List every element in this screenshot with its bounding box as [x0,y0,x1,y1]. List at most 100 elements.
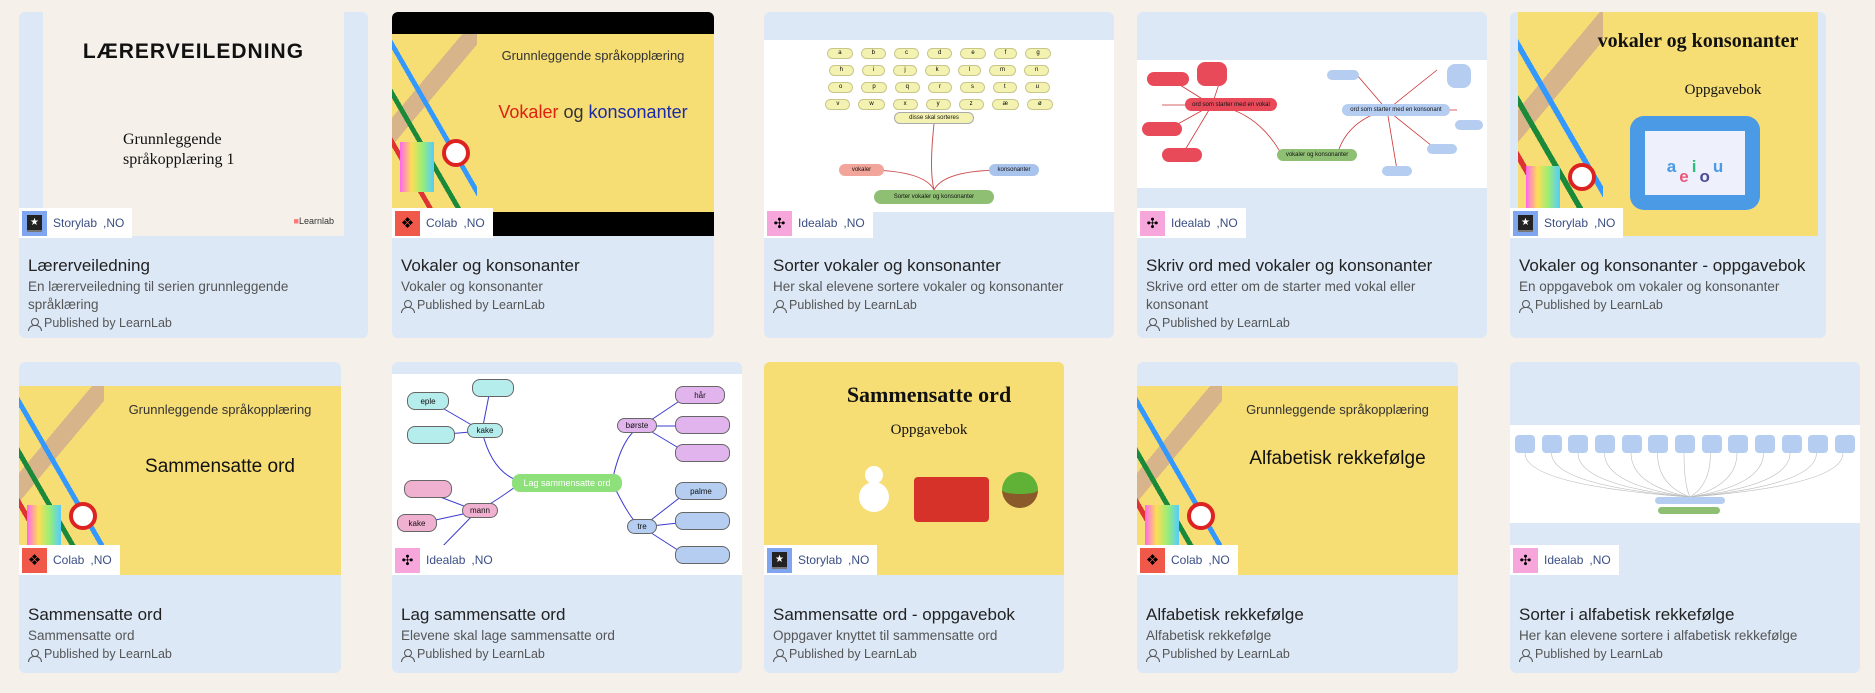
thumbnail: Grunnleggende språkopplæring Alfabetisk … [1137,386,1458,575]
thumbnail: Grunnleggende språkopplæring Vokaler og … [392,12,714,236]
resource-card[interactable]: Sammensatte ord Oppgavebok ★Storylab,NO … [764,362,1064,673]
app-badge: ✣Idealab,NO [1137,208,1246,238]
card-description: Sammensatte ord [28,628,135,643]
connector [1630,452,1691,498]
letter-pill: e [960,48,986,59]
resource-card[interactable]: Grunnleggende språkopplæring Sammensatte… [19,362,341,673]
card-title[interactable]: Sammensatte ord [28,605,163,624]
publisher: Published by LearnLab [28,314,359,333]
card-description: Her kan elevene sortere i alfabetisk rek… [1519,628,1798,643]
picture-node [1754,435,1775,453]
letter-pill: k [924,65,950,76]
letter-pill: w [858,99,885,110]
letter-pill: g [1025,48,1051,59]
app-badge: ✣Idealab,NO [1510,545,1619,575]
card-description: Her skal elevene sortere vokaler og kons… [773,279,1064,294]
app-badge: ★Storylab,NO [19,208,133,238]
publisher: Published by LearnLab [1146,314,1478,333]
person-icon [401,299,415,313]
clock-illustration [442,139,470,167]
storylab-icon: ★ [22,210,47,236]
colab-icon: ❖ [395,210,420,236]
card-title[interactable]: Sorter i alfabetisk rekkefølge [1519,605,1735,624]
publisher: Published by LearnLab [401,645,733,664]
connector [1524,452,1691,498]
connector [1604,452,1691,498]
letter-pill: æ [991,99,1019,110]
card-title[interactable]: Alfabetisk rekkefølge [1146,605,1304,624]
picture-node [1834,435,1855,453]
clock-illustration [1187,502,1215,530]
letter-pill: t [993,82,1017,93]
thumbnail: Grunnleggende språkopplæring Sammensatte… [19,386,341,575]
card-title[interactable]: Lærerveiledning [28,256,150,275]
thumbnail [1510,362,1860,575]
picture-node [1648,435,1669,453]
vowel-letter: o [1699,167,1710,186]
card-description: En oppgavebok om vokaler og konsonanter [1519,279,1780,294]
card-title[interactable]: Sammensatte ord - oppgavebok [773,605,1015,624]
app-badge: ✣Idealab,NO [392,545,501,575]
resource-card[interactable]: ✣Idealab,NO Sorter i alfabetisk rekkeføl… [1510,362,1860,673]
picture-node [1808,435,1829,453]
resource-card[interactable]: Grunnleggende språkopplæring Alfabetisk … [1137,362,1458,673]
card-title[interactable]: Sorter vokaler og konsonanter [773,256,1001,275]
app-badge: ★Storylab,NO [1510,208,1624,238]
card-description: Skrive ord etter om de starter med vokal… [1146,279,1416,312]
person-icon [1146,648,1160,662]
letter-pill: s [960,82,985,93]
card-title[interactable]: Lag sammensatte ord [401,605,566,624]
publisher: Published by LearnLab [1519,296,1817,315]
picture-node [1541,435,1562,453]
card-title[interactable]: Vokaler og konsonanter [401,256,580,275]
resource-card[interactable]: Grunnleggende språkopplæring Vokaler og … [392,12,714,338]
card-title[interactable]: Skriv ord med vokaler og konsonanter [1146,256,1433,275]
colab-icon: ❖ [1140,547,1165,573]
pencils-illustration [19,386,104,575]
publisher: Published by LearnLab [1146,645,1449,664]
connector [1657,452,1691,498]
resource-card[interactable]: Lag sammensatte ord kake mann børste tre… [392,362,742,673]
picture-node [1621,435,1642,453]
card-description: Alfabetisk rekkefølge [1146,628,1272,643]
connector [1551,452,1691,498]
card-description: Oppgaver knyttet til sammensatte ord [773,628,998,643]
picture-node [1781,435,1802,453]
clock-illustration [1568,163,1596,191]
clock-illustration [69,502,97,530]
idealab-icon: ✣ [767,210,792,236]
letter-pill: p [861,82,887,93]
connector [1689,452,1817,498]
picture-node [1594,435,1615,453]
picture-node [1674,435,1695,453]
letter-pill: z [958,99,984,110]
picture-node [1568,435,1589,453]
person-icon [773,648,787,662]
letter-pill: ø [1027,99,1053,110]
thumbnail: Sammensatte ord Oppgavebok [764,362,1064,575]
letter-pill: q [894,82,920,93]
connector [1689,452,1764,498]
resource-card[interactable]: ord som starter med en vokal vokaler og … [1137,12,1487,338]
letter-pill: b [860,48,886,59]
app-badge: ❖Colab,NO [1137,545,1238,575]
thumb-heading: LÆRERVEILEDNING [82,40,305,63]
thumbnail: Lag sammensatte ord kake mann børste tre… [392,374,742,575]
resource-card[interactable]: LÆRERVEILEDNING Grunnleggende språkopplæ… [19,12,368,338]
thumbnail: ord som starter med en vokal vokaler og … [1137,12,1487,236]
card-title[interactable]: Vokaler og konsonanter - oppgavebok [1519,256,1806,275]
picture-node [1701,435,1722,453]
letter-pill: v [825,99,851,110]
learnlab-logo: ■Learnlab [293,216,334,226]
ice-cream-icon [1197,62,1227,86]
connector [1577,452,1691,498]
storylab-icon: ★ [767,547,792,573]
letter-pill: a [827,48,853,59]
letter-pill: l [957,65,982,76]
letter-pill: j [893,65,917,76]
card-description: Vokaler og konsonanter [401,279,543,294]
card-description: En lærerveiledning til serien grunnlegge… [28,279,289,312]
